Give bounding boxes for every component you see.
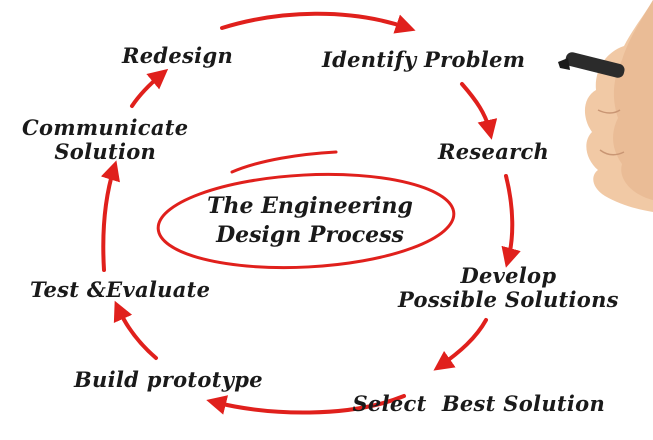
hand-shadow [613, 0, 653, 200]
diagram-canvas: Redesign Identify Problem Communicate So… [22, 0, 653, 416]
step-communicate-solution: Communicate Solution [22, 115, 189, 165]
step-test-evaluate: Test &Evaluate [30, 277, 211, 302]
step-redesign: Redesign [122, 43, 234, 68]
step-communicate-label-line2: Solution [54, 139, 157, 165]
center-ellipse-swoosh [230, 150, 338, 174]
step-develop-label-line1: Develop [460, 263, 557, 288]
step-test-evaluate-label: Test &Evaluate [30, 277, 211, 302]
step-select-best-solution-label: Select Best Solution [352, 391, 606, 417]
arrow-redesign-to-identify [220, 11, 416, 34]
step-research-label: Research [438, 139, 550, 164]
diagram-graphics [100, 0, 653, 415]
arrow-test-to-communicate [100, 160, 120, 272]
hand-illustration [558, 0, 653, 212]
arrow-build-to-test [113, 300, 158, 360]
step-build-prototype: Build prototype [74, 367, 263, 392]
step-identify-problem: Identify Problem [322, 47, 526, 72]
marker-pen [565, 52, 625, 78]
step-communicate-label-line1: Communicate [22, 115, 189, 140]
arrow-identify-to-research [460, 82, 498, 140]
marker-tip [558, 58, 570, 70]
step-research: Research [438, 139, 550, 164]
step-select-best-solution: Select Best Solution [322, 368, 605, 440]
step-build-prototype-label: Build prototype [74, 367, 263, 392]
arrow-research-to-develop [501, 174, 521, 268]
center-title-line1: The Engineering [207, 193, 413, 219]
finger-crease-1 [597, 109, 621, 114]
step-redesign-label: Redesign [122, 43, 234, 68]
arrow-select-to-build [206, 394, 406, 415]
cycle-arrows [100, 11, 521, 415]
center-title: The Engineering Design Process [160, 192, 460, 249]
step-identify-problem-label: Identify Problem [322, 47, 526, 72]
step-develop-solutions: Develop Possible Solutions [398, 263, 619, 313]
arrow-communicate-to-redesign [130, 68, 169, 108]
step-develop-label-line2: Possible Solutions [398, 287, 619, 313]
finger-crease-2 [599, 149, 625, 156]
center-title-line2: Design Process [216, 221, 404, 248]
center-ellipse [156, 172, 456, 270]
arrow-develop-to-select [433, 318, 488, 371]
